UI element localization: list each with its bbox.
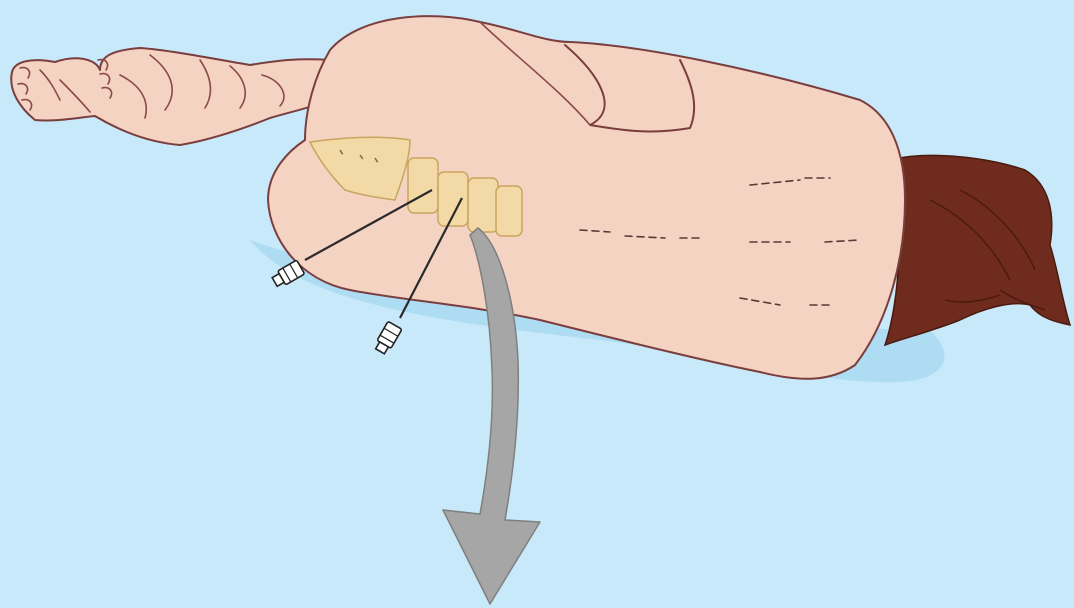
body (268, 16, 905, 379)
hair (885, 155, 1070, 345)
vertebra-2 (438, 172, 468, 226)
vertebra-1 (408, 158, 438, 213)
vertebra-3 (468, 178, 498, 232)
vertebra-4 (496, 186, 522, 236)
